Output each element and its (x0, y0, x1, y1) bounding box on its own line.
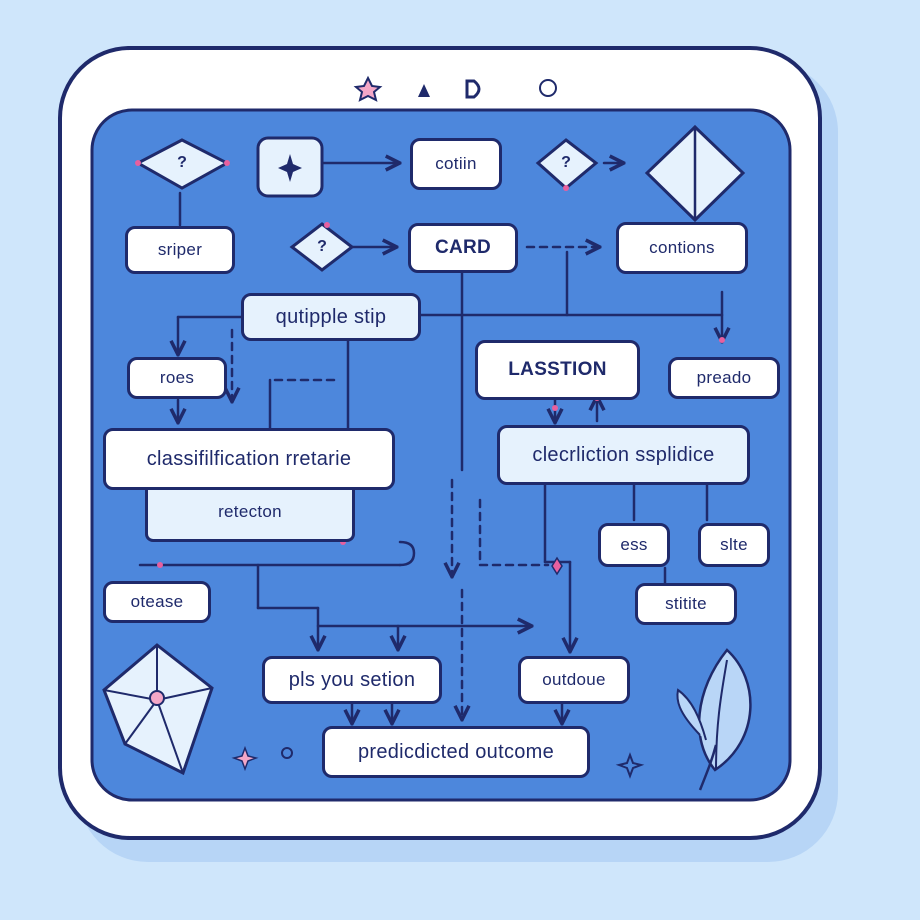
decision-diamond-middle (289, 222, 355, 272)
dashed-connector-lines (232, 247, 598, 718)
decision-label-top-right: ? (561, 154, 571, 171)
node-ess: ess (598, 523, 670, 567)
sparkle-outline-icon (615, 752, 645, 779)
node-contions: contions (616, 222, 748, 274)
node-sriper: sriper (125, 226, 235, 274)
decision-diamond-top-left (134, 138, 231, 190)
node-otease: otease (103, 581, 211, 623)
pink-star-icon (231, 745, 259, 772)
node-preado: preado (668, 357, 780, 399)
connector-lines (138, 163, 722, 722)
sparkle-icon (278, 154, 302, 182)
decision-label-middle: ? (317, 238, 327, 255)
small-diamond-marker (551, 556, 563, 576)
node-cotiin: cotiin (410, 138, 502, 190)
node-slte: slte (698, 523, 770, 567)
diagram-panel (90, 108, 792, 802)
node-predicted-outcome: predicdicted outcome (322, 726, 590, 778)
triangle-icon (418, 84, 430, 97)
origami-gem-icon (102, 643, 214, 776)
node-card: CARD (408, 223, 518, 273)
leaf-icon (676, 648, 752, 791)
node-lasstion: LASSTION (475, 340, 640, 400)
node-classifilfication-rretarie: classifilfication rretarie (103, 428, 395, 490)
node-outdoue: outdoue (518, 656, 630, 704)
node-stitite: stitite (635, 583, 737, 625)
star-icon (353, 75, 383, 102)
node-roes: roes (127, 357, 227, 399)
envelope-diamond-shape (644, 124, 746, 223)
circle-icon (539, 79, 557, 97)
node-qutipple-stip: qutipple stip (241, 293, 421, 341)
small-circle-icon (281, 747, 293, 759)
node-pls-you-setion: pls you setion (262, 656, 442, 704)
decision-label-top-left: ? (177, 154, 187, 171)
node-retecton: retecton (145, 484, 355, 542)
d-shape-icon (465, 79, 481, 99)
node-clecrliction-ssplidice: clecrliction ssplidice (497, 425, 750, 485)
